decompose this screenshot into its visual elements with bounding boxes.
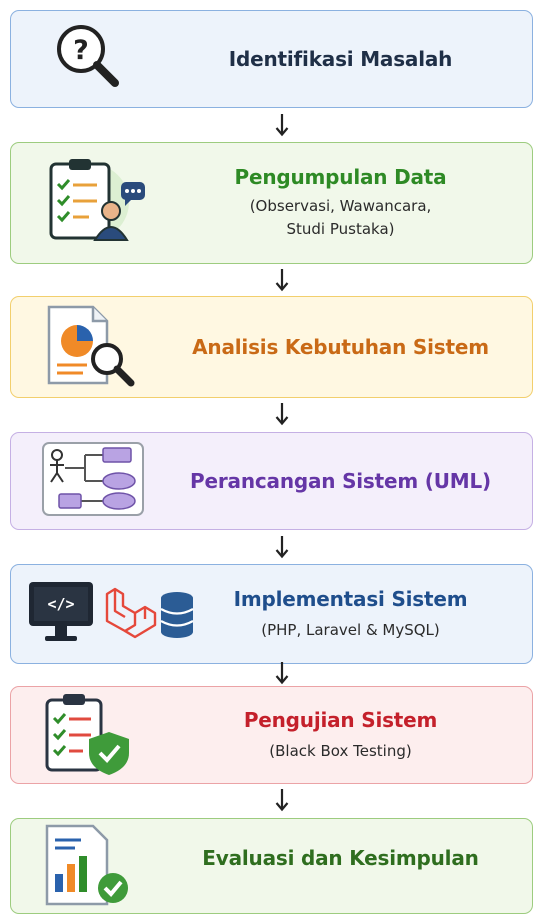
step-text: Perancangan Sistem (UML)	[161, 433, 520, 529]
step-title: Identifikasi Masalah	[228, 47, 453, 71]
uml-diagram-icon	[41, 441, 145, 521]
step-text: Implementasi Sistem (PHP, Laravel & MySQ…	[181, 565, 520, 663]
checklist-shield-icon	[41, 690, 137, 780]
step-identifikasi-masalah: ? Identifikasi Masalah	[10, 10, 533, 108]
step-evaluasi-kesimpulan: Evaluasi dan Kesimpulan	[10, 818, 533, 914]
step-subtitle-line: (PHP, Laravel & MySQL)	[261, 620, 440, 639]
down-arrow-icon	[275, 661, 289, 685]
down-arrow-icon	[275, 788, 289, 812]
step-text: Identifikasi Masalah	[161, 11, 520, 107]
step-title: Perancangan Sistem (UML)	[190, 469, 491, 493]
step-title: Pengumpulan Data	[234, 165, 447, 189]
step-title: Implementasi Sistem	[233, 586, 468, 611]
step-implementasi-sistem: </> Implementasi Sistem (PHP, Laravel & …	[10, 564, 533, 664]
down-arrow-icon	[275, 113, 289, 137]
down-arrow-icon	[275, 535, 289, 559]
step-title: Evaluasi dan Kesimpulan	[202, 845, 479, 870]
report-chart-check-icon	[41, 822, 141, 910]
step-text: Analisis Kebutuhan Sistem	[161, 297, 520, 397]
question-mark-glyph: ?	[73, 35, 89, 66]
step-subtitle-line: (Observasi, Wawancara,	[249, 197, 432, 215]
down-arrow-icon	[275, 402, 289, 426]
document-chart-search-icon	[43, 303, 143, 391]
step-pengujian-sistem: Pengujian Sistem (Black Box Testing)	[10, 686, 533, 784]
question-search-icon: ?	[49, 17, 141, 101]
step-pengumpulan-data: Pengumpulan Data (Observasi, Wawancara, …	[10, 142, 533, 264]
clipboard-interview-icon	[41, 154, 153, 252]
step-text: Evaluasi dan Kesimpulan	[161, 819, 520, 896]
step-title: Analisis Kebutuhan Sistem	[192, 335, 489, 359]
step-text: Pengumpulan Data (Observasi, Wawancara, …	[161, 143, 520, 263]
code-laravel-database-icon: </>	[25, 576, 197, 652]
step-title: Pengujian Sistem	[243, 707, 438, 732]
down-arrow-icon	[275, 268, 289, 292]
step-analisis-kebutuhan: Analisis Kebutuhan Sistem	[10, 296, 533, 398]
step-text: Pengujian Sistem (Black Box Testing)	[161, 687, 520, 783]
step-subtitle-line: Studi Pustaka)	[286, 220, 395, 238]
step-subtitle-line: (Black Box Testing)	[269, 741, 412, 760]
code-glyph: </>	[47, 595, 74, 613]
step-perancangan-sistem: Perancangan Sistem (UML)	[10, 432, 533, 530]
